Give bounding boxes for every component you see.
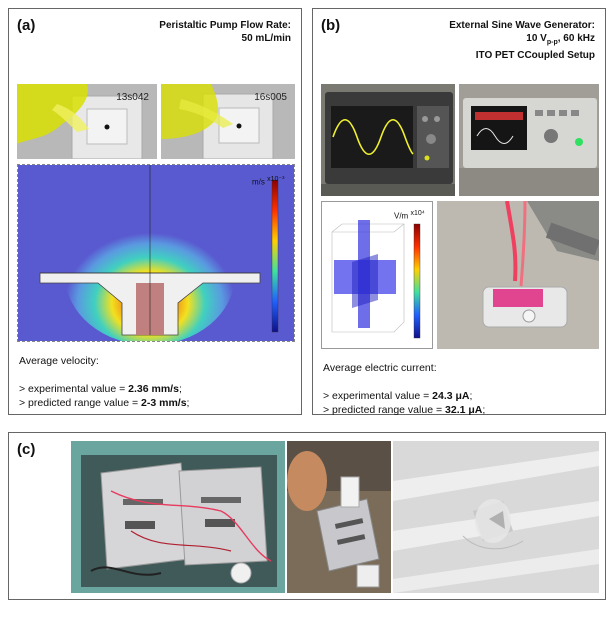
velocity-predicted-value: 2-3 mm/s	[141, 397, 187, 409]
velocity-exponent: x10⁻³	[267, 176, 285, 183]
velocity-unit: m/s x10⁻³	[252, 176, 285, 187]
closeup-device-photo	[393, 441, 599, 593]
velocity-experimental: > experimental value = 2.36 mm/s;	[19, 383, 182, 395]
generator-settings: 10 Vp-p, 60 kHz	[526, 33, 595, 46]
current-experimental-value: 24.3 μA	[432, 390, 470, 402]
panel-c: (c)	[8, 432, 606, 600]
flow-photo-1-image	[17, 84, 157, 159]
signal-generator-photo	[459, 84, 599, 196]
timestamp-1: 13s042	[116, 92, 149, 103]
velocity-simulation: m/s x10⁻³	[17, 164, 295, 342]
generator-label: External Sine Wave Generator:	[449, 20, 595, 31]
avg-velocity-label: Average velocity:	[19, 355, 99, 367]
flow-photo-1: 13s042	[17, 84, 157, 159]
ito-setup-photo	[437, 201, 599, 349]
flow-photo-2-image	[161, 84, 295, 159]
device-box-image	[71, 441, 285, 593]
velocity-simulation-image	[18, 165, 294, 341]
panel-a: (a) Peristaltic Pump Flow Rate: 50 mL/mi…	[8, 8, 302, 415]
panel-a-title: Peristaltic Pump Flow Rate: 50 mL/min	[159, 19, 291, 45]
panel-b-title: External Sine Wave Generator: 10 Vp-p, 6…	[449, 19, 595, 62]
current-experimental: > experimental value = 24.3 μA;	[323, 390, 473, 402]
current-predicted-value: 32.1 μA	[445, 404, 483, 416]
closeup-device-image	[393, 441, 599, 593]
timestamp-2: 16s005	[254, 92, 287, 103]
electric-field-image	[331, 220, 421, 339]
hand-holding-device-image	[287, 441, 391, 593]
velocity-experimental-value: 2.36 mm/s	[128, 383, 179, 395]
field-exponent: x10⁴	[410, 210, 425, 217]
current-predicted: > predicted range value = 32.1 μA;	[323, 404, 486, 416]
oscilloscope-image	[321, 84, 455, 196]
avg-current-label: Average electric current:	[323, 362, 437, 374]
panel-b: (b) External Sine Wave Generator: 10 Vp-…	[312, 8, 606, 417]
panel-c-tag: (c)	[17, 441, 36, 458]
panel-b-tag: (b)	[321, 17, 341, 34]
field-unit: V/m x10⁴	[394, 210, 425, 221]
hand-holding-device-photo	[287, 441, 391, 593]
flow-rate-value: 50 mL/min	[241, 33, 291, 44]
electric-field-simulation: V/m x10⁴	[321, 201, 433, 349]
flow-rate-label: Peristaltic Pump Flow Rate:	[159, 20, 291, 31]
device-box-photo	[71, 441, 285, 593]
panel-a-tag: (a)	[17, 17, 36, 34]
ito-setup-image	[437, 201, 599, 349]
velocity-summary: Average velocity: > experimental value =…	[19, 354, 189, 410]
flow-photo-2: 16s005	[161, 84, 295, 159]
velocity-predicted: > predicted range value = 2-3 mm/s;	[19, 397, 190, 409]
oscilloscope-photo	[321, 84, 455, 196]
current-summary: Average electric current: > experimental…	[323, 361, 485, 417]
signal-generator-image	[459, 84, 599, 196]
setup-label: ITO PET CCoupled Setup	[475, 50, 595, 61]
